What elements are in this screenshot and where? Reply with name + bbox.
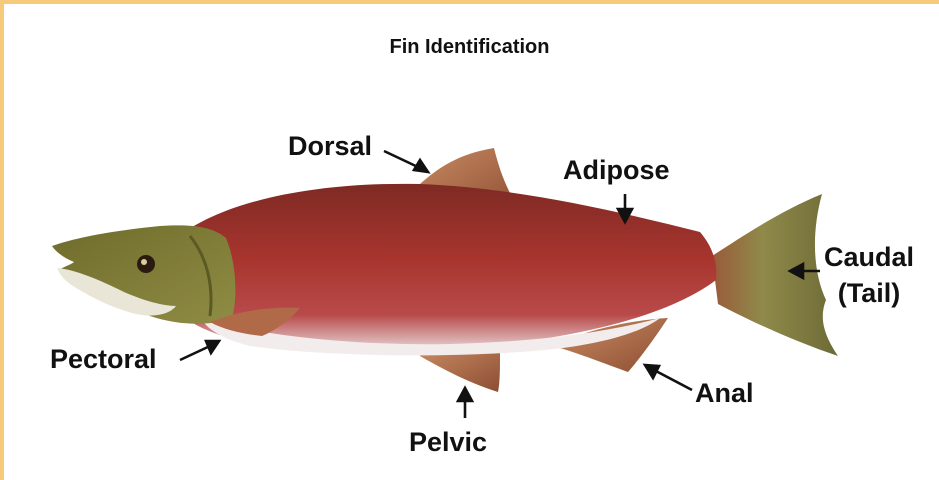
label-caudal-line2: (Tail) bbox=[824, 276, 914, 312]
label-caudal: Caudal (Tail) bbox=[824, 240, 914, 311]
label-pelvic: Pelvic bbox=[409, 429, 487, 456]
label-adipose: Adipose bbox=[563, 157, 670, 184]
label-pectoral: Pectoral bbox=[50, 346, 157, 373]
label-caudal-line1: Caudal bbox=[824, 240, 914, 276]
caudal-fin bbox=[712, 194, 838, 356]
label-dorsal: Dorsal bbox=[288, 133, 372, 160]
label-anal: Anal bbox=[695, 380, 754, 407]
